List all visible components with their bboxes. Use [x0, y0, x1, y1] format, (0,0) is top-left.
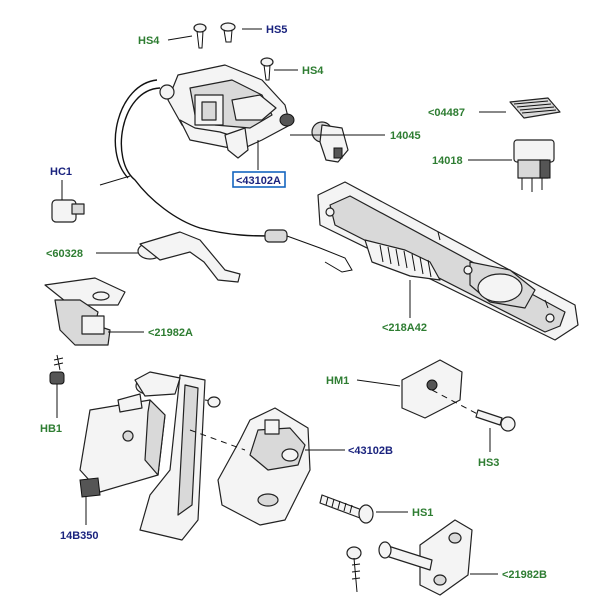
- label-21982b[interactable]: <21982B: [502, 569, 547, 581]
- label-14b350[interactable]: 14B350: [60, 530, 99, 542]
- label-43102a[interactable]: <43102A: [236, 175, 281, 187]
- bolt-hs1[interactable]: [319, 494, 374, 524]
- label-04487[interactable]: <04487: [428, 107, 465, 119]
- screw-hs4-top[interactable]: [193, 23, 207, 49]
- actuator-14b350[interactable]: [79, 393, 166, 498]
- labels: HS4 HS5 HS4 <04487 14045 14018 <43102A H…: [40, 24, 547, 581]
- motor-housing-218a42[interactable]: [317, 181, 579, 341]
- screw-hs3[interactable]: [475, 409, 516, 432]
- switch-14045[interactable]: [311, 121, 349, 163]
- bolt-hb1[interactable]: [49, 354, 65, 405]
- latch-assembly-top[interactable]: [159, 64, 295, 159]
- bracket-60328[interactable]: [137, 231, 241, 283]
- label-hs4-right[interactable]: HS4: [302, 65, 324, 77]
- label-60328[interactable]: <60328: [46, 248, 83, 260]
- latch-43102b[interactable]: [217, 407, 311, 526]
- striker-21982a[interactable]: [44, 277, 126, 346]
- label-14018[interactable]: 14018: [432, 155, 463, 167]
- label-43102b[interactable]: <43102B: [348, 445, 393, 457]
- label-21982a[interactable]: <21982A: [148, 327, 193, 339]
- label-hc1[interactable]: HC1: [50, 166, 72, 178]
- label-218a42[interactable]: <218A42: [382, 322, 427, 334]
- striker-plate-21982b[interactable]: [346, 519, 473, 596]
- screw-hs5[interactable]: [220, 22, 236, 43]
- guide-line-43102b: [189, 429, 246, 451]
- guide-line-hm1: [431, 389, 486, 419]
- label-43102a-highlight: [232, 171, 286, 188]
- label-hs3[interactable]: HS3: [478, 457, 499, 469]
- label-hs4-top[interactable]: HS4: [138, 35, 160, 47]
- label-hb1[interactable]: HB1: [40, 423, 62, 435]
- label-hs1[interactable]: HS1: [412, 507, 433, 519]
- switch-14018[interactable]: [513, 139, 555, 192]
- bracket-hm1[interactable]: [401, 359, 463, 419]
- cable-end-fitting: [264, 229, 353, 273]
- pad-04487[interactable]: [509, 97, 561, 119]
- release-cable-2: [114, 79, 158, 179]
- screw-hs4-right[interactable]: [260, 57, 274, 81]
- label-hs5[interactable]: HS5: [266, 24, 287, 36]
- label-14045[interactable]: 14045: [390, 130, 421, 142]
- label-hm1[interactable]: HM1: [326, 375, 349, 387]
- clip-hc1[interactable]: [51, 199, 85, 223]
- leader-lines: [56, 28, 512, 575]
- actuator-lever-bracket[interactable]: [134, 371, 221, 541]
- release-cable: [120, 87, 271, 237]
